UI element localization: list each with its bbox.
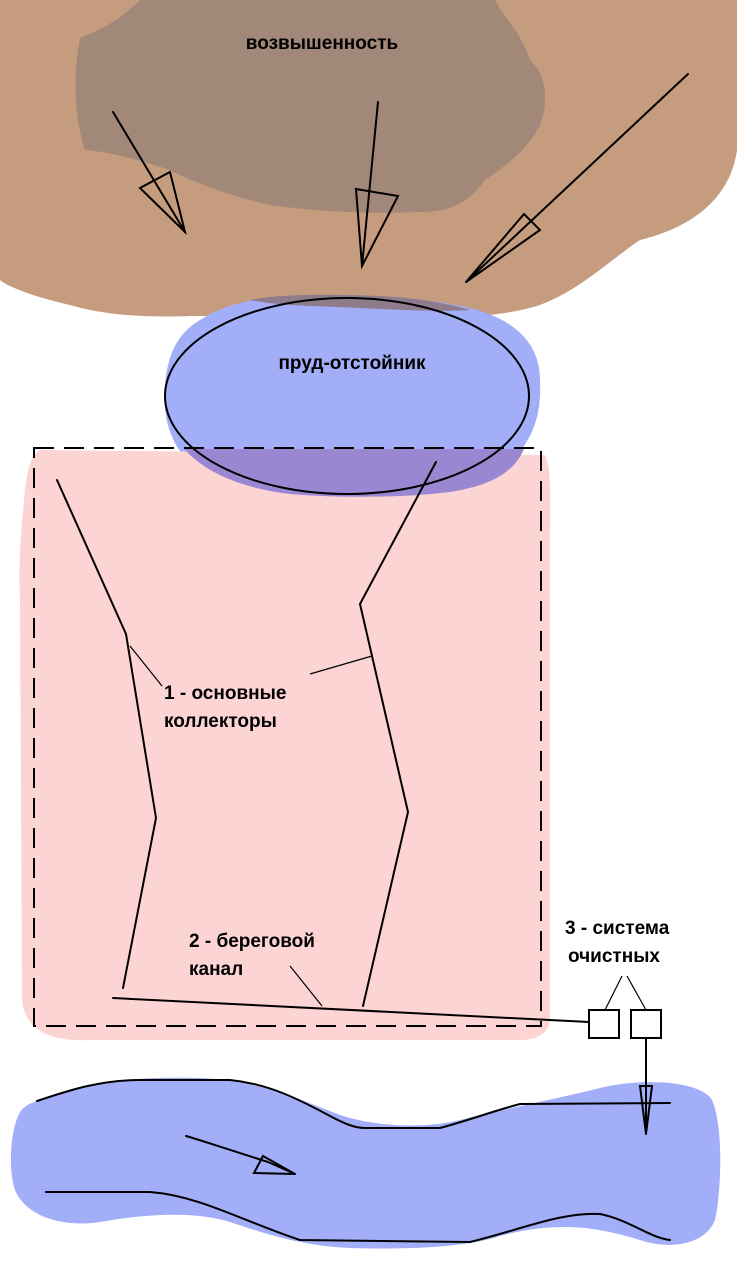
runoff-arrow-center (354, 101, 400, 270)
collector-left (56, 479, 157, 989)
upland-label: возвышенность (246, 33, 398, 54)
treatment-unit-2 (630, 1009, 662, 1039)
treatment-system (588, 975, 662, 1039)
runoff-arrow-left (112, 111, 187, 236)
flow-arrow (185, 1135, 296, 1175)
settling-pond (164, 294, 541, 494)
river-water-fill (10, 1077, 721, 1249)
canal-leader (289, 965, 323, 1007)
river (10, 1037, 721, 1249)
canal-label-line1: 2 - береговой (189, 931, 315, 952)
main-collectors (56, 461, 437, 1007)
collectors-leader-left (129, 645, 163, 687)
discharge-arrow (638, 1037, 654, 1135)
upland-dark-fill (75, 0, 546, 213)
collectors-label-line1: 1 - основные (164, 683, 286, 704)
drainage-zone-fill (19, 450, 551, 1041)
shore-canal (112, 997, 590, 1023)
canal-label-line2: канал (189, 959, 243, 980)
treatment-label-line2: очистных (568, 946, 660, 967)
river-bank-north (36, 1079, 671, 1129)
runoff-arrows (112, 73, 689, 283)
pond-label: пруд-отстойник (278, 353, 426, 374)
runoff-arrow-right (465, 73, 689, 283)
collector-right (359, 461, 437, 1007)
collectors-label-line2: коллекторы (164, 711, 277, 732)
river-bank-south (45, 1191, 671, 1243)
pond-outline (164, 297, 530, 495)
pond-dark-top (250, 294, 470, 311)
pond-water-fill (164, 295, 541, 494)
treatment-label-line1: 3 - система (565, 918, 670, 939)
treatment-unit-1 (588, 1009, 620, 1039)
collectors-leader-right (309, 655, 373, 675)
drainage-zone-boundary (33, 447, 542, 1027)
upland-area (0, 0, 737, 317)
